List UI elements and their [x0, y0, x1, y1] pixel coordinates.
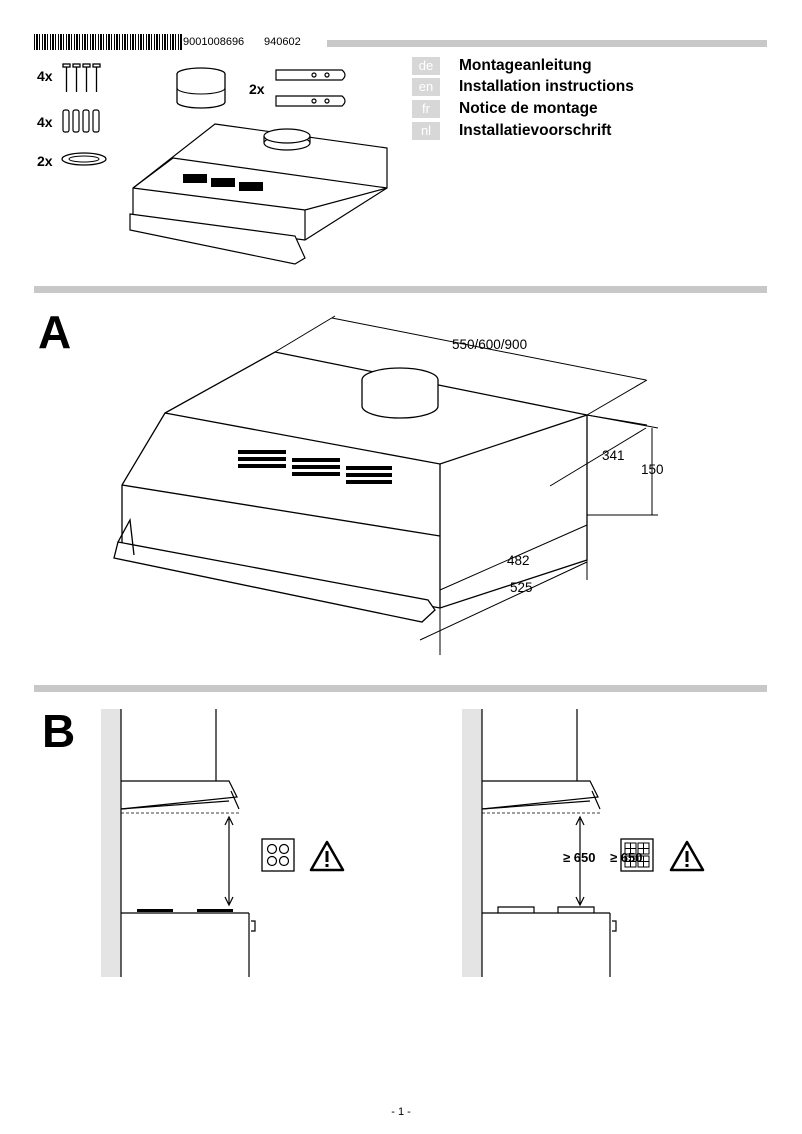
language-code: de — [412, 57, 440, 75]
dim-482: 482 — [507, 553, 530, 568]
installation-electric-hob-illustration — [120, 709, 256, 977]
duct-adapter-icon — [176, 67, 226, 109]
wall-plugs-icon — [62, 109, 100, 133]
dim-525: 525 — [510, 580, 533, 595]
hood-dimensions-illustration — [113, 315, 659, 655]
plugs-qty: 4x — [37, 114, 53, 130]
language-row-nl: nl Installatievoorschrift — [412, 122, 611, 140]
section-a-rule — [34, 286, 767, 293]
dim-height-150: 150 — [641, 462, 664, 477]
hood-overview-illustration — [129, 123, 388, 265]
section-a-label: A — [38, 306, 72, 358]
dim-width: 550/600/900 — [452, 337, 528, 352]
wall-right — [462, 709, 482, 977]
article-number: 9001008696 — [183, 36, 245, 48]
dim-depth-341: 341 — [602, 448, 625, 463]
language-code: en — [412, 78, 440, 96]
gas-hob-icon — [620, 838, 654, 872]
doc-code: 940602 — [264, 36, 301, 48]
brackets-icon — [275, 69, 346, 107]
language-code: nl — [412, 122, 440, 140]
min-distance-label: ≥ 650 — [563, 850, 596, 865]
language-row-fr: fr Notice de montage — [412, 100, 598, 118]
wall-left — [101, 709, 121, 977]
language-code: fr — [412, 100, 440, 118]
barcode — [34, 34, 182, 50]
language-row-en: en Installation instructions — [412, 78, 634, 96]
rings-qty: 2x — [37, 153, 53, 169]
language-title: Montageanleitung — [459, 57, 592, 74]
section-b-label: B — [42, 705, 76, 757]
warning-icon — [669, 840, 705, 872]
section-b-rule — [34, 685, 767, 692]
electric-hob-icon — [261, 838, 295, 872]
warning-icon — [309, 840, 345, 872]
header-rule — [327, 40, 767, 47]
brackets-qty: 2x — [249, 81, 265, 97]
language-title: Installation instructions — [459, 78, 634, 95]
page-number: - 1 - — [391, 1106, 411, 1118]
installation-gas-hob-illustration — [481, 709, 617, 977]
screws-icon — [62, 63, 101, 92]
min-distance-label-overlap: ≥ 650 — [610, 850, 643, 865]
sealing-ring-icon — [61, 152, 107, 166]
screws-qty: 4x — [37, 68, 53, 84]
language-title: Installatievoorschrift — [459, 122, 612, 139]
language-title: Notice de montage — [459, 100, 598, 117]
language-row-de: de Montageanleitung — [412, 57, 592, 75]
